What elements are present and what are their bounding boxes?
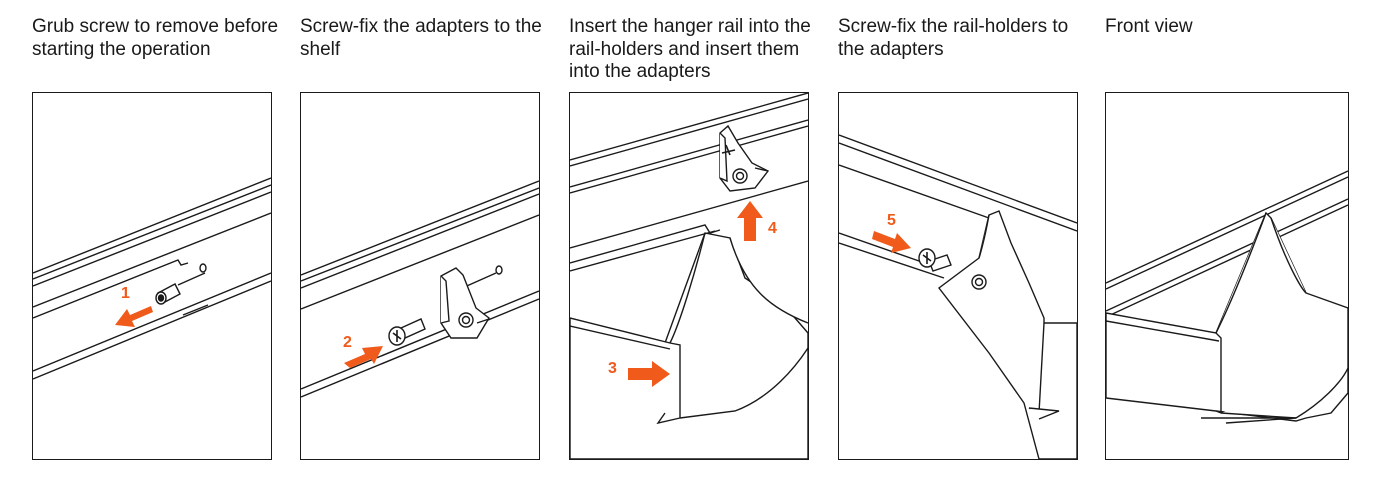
step-5-panel <box>1105 92 1349 460</box>
step-3-panel: 4 3 <box>569 92 809 460</box>
arrow-5-icon <box>872 231 911 253</box>
step-2-caption: Screw-fix the adapters to the shelf <box>300 16 542 60</box>
step-2-number: 2 <box>343 334 352 351</box>
screw-icon <box>388 318 426 346</box>
step-4-number: 5 <box>887 212 896 229</box>
step-4-caption: Screw-fix the rail-holders to the adapte… <box>838 16 1069 60</box>
step-4-panel: 5 <box>838 92 1078 460</box>
step-1-caption: Grub screw to remove before starting the… <box>32 16 279 60</box>
adapter-icon <box>938 210 1077 459</box>
step-3-illustration: 4 3 <box>570 93 808 459</box>
step-3-number: 3 <box>608 360 617 377</box>
step-2-illustration: 2 <box>301 180 539 398</box>
screw-icon <box>918 248 952 272</box>
step-5-illustration <box>1106 170 1348 424</box>
step-1-illustration: 1 <box>33 177 271 380</box>
rail-holder-icon <box>719 124 770 192</box>
step-3-caption: Insert the hanger rail into the rail-hol… <box>569 16 811 82</box>
grub-screw-icon <box>155 283 181 305</box>
arrow-1-icon <box>115 306 153 327</box>
step-2-panel: 2 <box>300 92 540 460</box>
adapter-icon <box>440 267 490 339</box>
step-1-panel: 1 <box>32 92 272 460</box>
shelf-bracket-icon <box>1106 211 1348 424</box>
adapter-icon <box>570 232 808 459</box>
step-4-illustration: 5 <box>839 134 1077 459</box>
arrow-4-icon <box>737 201 763 241</box>
step-3-number-b: 4 <box>768 220 777 237</box>
step-1-number: 1 <box>121 285 130 302</box>
arrow-2-icon <box>344 346 383 368</box>
step-5-caption: Front view <box>1105 16 1193 37</box>
arrow-3-icon <box>628 361 670 387</box>
